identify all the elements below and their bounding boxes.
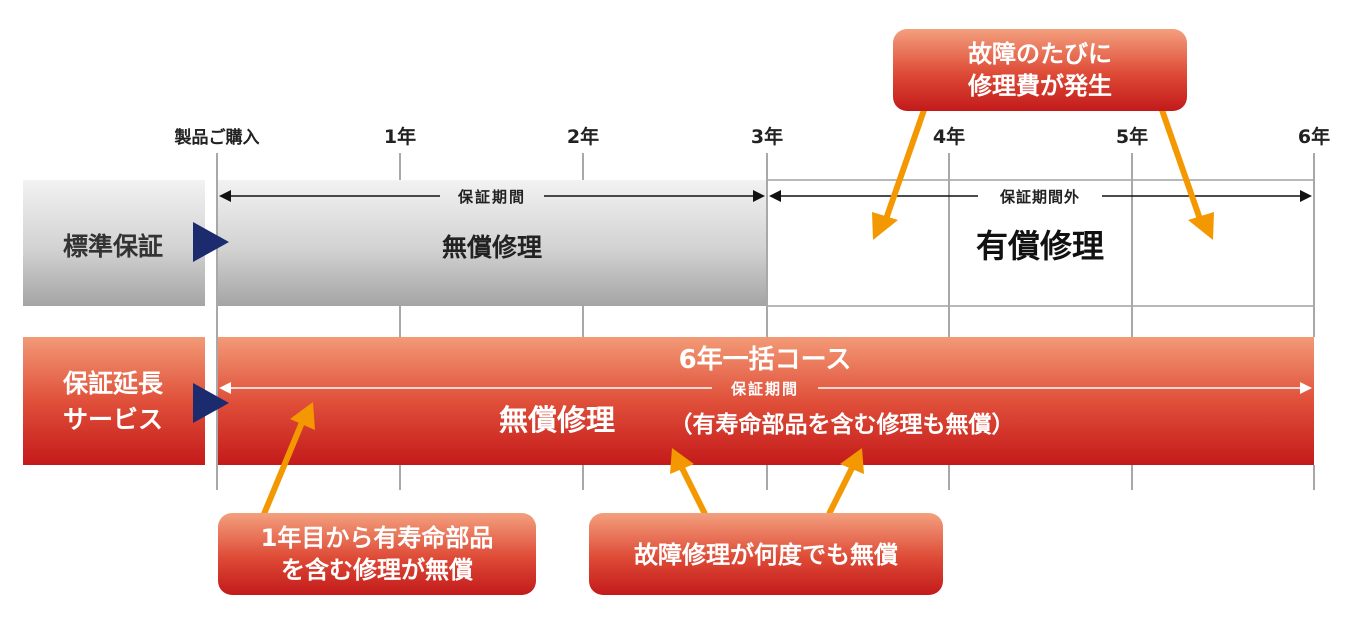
standard-row-pointer <box>193 222 229 262</box>
tick-year-3: 3年 <box>751 125 783 148</box>
extended-free-repair-note: （有寿命部品を含む修理も無償） <box>670 411 1015 438</box>
outside-period-arrow <box>769 190 1312 202</box>
tick-year-1: 1年 <box>384 125 416 148</box>
callout-arrows <box>261 109 1214 516</box>
standard-free-period-bar <box>217 180 767 306</box>
extended-label-line1: 保証延長 <box>62 369 164 398</box>
course-title: 6年一括コース <box>679 344 852 375</box>
extended-free-period-bar <box>217 337 1314 465</box>
extended-period-arrow <box>219 382 1312 394</box>
repeat-repair-callout <box>589 513 943 595</box>
extended-period-label: 保証期間 <box>730 380 799 398</box>
standard-period-arrow <box>219 190 765 202</box>
tick-year-5: 5年 <box>1116 125 1148 148</box>
tick-year-4: 4年 <box>933 125 965 148</box>
extended-row-pointer <box>193 383 229 423</box>
outside-period-label: 保証期間外 <box>999 188 1080 206</box>
year-gridlines <box>216 153 1315 490</box>
extended-label-box <box>23 337 205 465</box>
tick-year-2: 2年 <box>567 125 599 148</box>
parts-callout <box>218 513 536 595</box>
standard-period-label: 保証期間 <box>457 188 526 206</box>
standard-free-repair-text: 無償修理 <box>442 233 542 262</box>
extended-free-repair-text: 無償修理 <box>499 403 615 437</box>
extended-label-line2: サービス <box>63 405 163 434</box>
repeat-callout-text: 故障修理が何度でも無償 <box>634 541 898 569</box>
paid-callout-line1: 故障のたびに <box>968 40 1112 68</box>
paid-callout-line2: 修理費が発生 <box>967 72 1112 100</box>
tick-purchase: 製品ご購入 <box>174 127 260 148</box>
standard-label: 標準保証 <box>63 232 163 261</box>
parts-callout-line1: 1年目から有寿命部品 <box>261 524 494 552</box>
paid-repair-text: 有償修理 <box>976 227 1104 265</box>
tick-year-6: 6年 <box>1298 125 1330 148</box>
parts-callout-line2: を含む修理が無償 <box>281 556 473 584</box>
standard-label-box <box>23 180 205 306</box>
paid-repair-callout <box>893 29 1187 111</box>
